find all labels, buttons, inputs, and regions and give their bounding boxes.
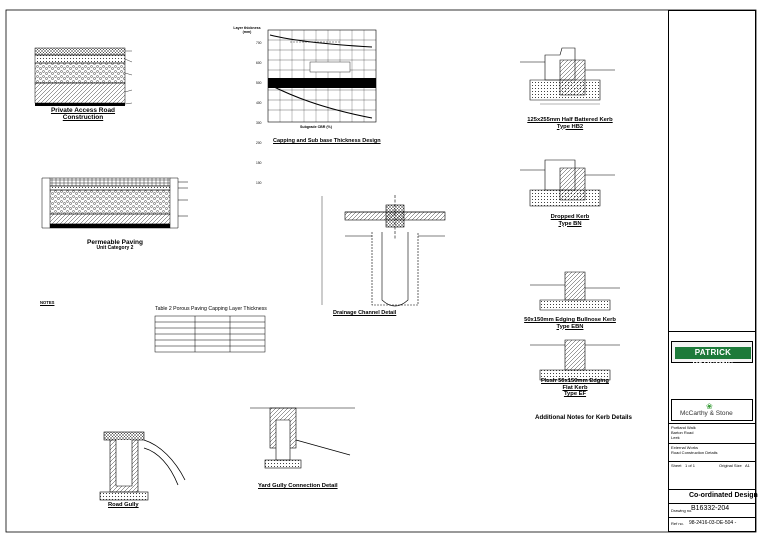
sheet-border: [5, 9, 757, 533]
chart-ytick-labels: 700 600 500 400 300 200 150 100: [256, 41, 262, 185]
chart-xlabel: Subgrade CBR (%): [300, 125, 332, 129]
client-name: McCarthy & Stone: [680, 410, 733, 417]
ef-kerb-title: Flush 50x150mm Edging Flat Kerb Type EF: [541, 378, 609, 398]
yard-gully-detail: [250, 407, 355, 469]
ef-kerb-detail: [530, 339, 620, 381]
ref-number: 98-2416-03-DE-504 -: [689, 520, 737, 526]
chart-ylabel: Layer thickness (mm): [233, 26, 261, 35]
dropped-kerb-detail: [520, 159, 615, 207]
consultant-logo: PATRICK PARSONS: [671, 341, 753, 369]
ebn-kerb-detail: [530, 271, 620, 311]
capping-chart: [267, 29, 377, 123]
table2-grid: [154, 315, 266, 353]
permeable-paving-title: Permeable Paving Unit Category 2: [87, 239, 143, 252]
permeable-paving-detail: [41, 177, 188, 229]
sheet-value: 1 of 1: [685, 463, 696, 468]
tb-divider: [669, 443, 755, 444]
project-name: Portland Walk Barton Road Leek: [671, 425, 696, 440]
ebn-kerb-title: 50x150mm Edging Bullnose Kerb Type EBN: [524, 317, 616, 330]
original-size-label: Original Size: [719, 463, 742, 468]
private-road-title: Private Access Road Construction: [50, 107, 116, 122]
drawing-title: External Works Road Construction Details: [671, 445, 718, 455]
drawing-no-label: Drawing no.: [671, 508, 693, 513]
ref-no-label: Ref no.: [671, 521, 684, 526]
drawing-number: B16332-204: [691, 505, 730, 512]
drainage-channel-title: Drainage Channel Detail: [333, 310, 397, 316]
additional-notes-title: Additional Notes for Kerb Details: [535, 414, 632, 421]
title-block: PATRICK PARSONS ❀ McCarthy & Stone Portl…: [668, 10, 758, 532]
tb-divider: [669, 489, 755, 490]
notes-heading: NOTES: [40, 300, 55, 305]
client-logo: ❀ McCarthy & Stone: [671, 399, 753, 421]
hb2-kerb-title: 125x255mm Half Battered Kerb Type HB2: [527, 117, 613, 130]
sheet-label: Sheet: [671, 463, 682, 468]
original-size-value: A1: [745, 463, 750, 468]
tb-divider: [669, 331, 755, 332]
leaf-icon: ❀: [706, 402, 713, 411]
yard-gully-title: Yard Gully Connection Detail: [258, 483, 338, 489]
consultant-name: PATRICK PARSONS: [675, 347, 751, 369]
tb-divider: [669, 517, 755, 518]
tb-divider: [669, 503, 755, 504]
table2-title: Table 2 Porous Paving Capping Layer Thic…: [155, 306, 267, 312]
dropped-kerb-title: Dropped Kerb Type BN: [550, 214, 590, 227]
tb-divider: [669, 461, 755, 462]
road-gully-title: Road Gully: [108, 502, 139, 508]
capping-chart-title: Capping and Sub base Thickness Design: [273, 138, 381, 144]
status-text: Co-ordinated Design: [689, 492, 758, 499]
road-gully-detail: [99, 431, 186, 501]
drainage-channel-detail: [321, 195, 446, 307]
private-road-detail: [34, 47, 133, 106]
hb2-kerb-detail: [520, 47, 615, 105]
tb-divider: [669, 423, 755, 424]
